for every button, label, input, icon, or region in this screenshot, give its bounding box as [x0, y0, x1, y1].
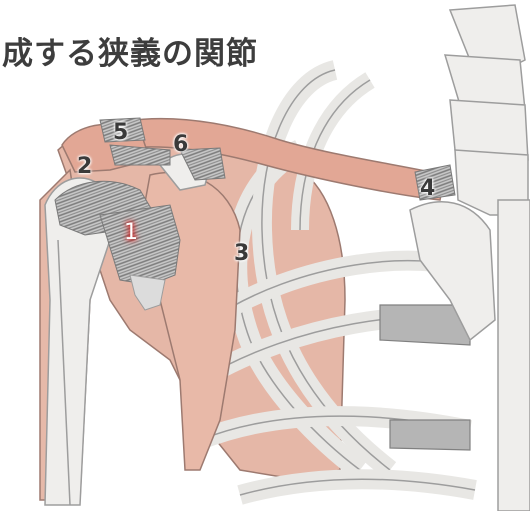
label-4: 4 — [420, 178, 435, 200]
diagram-title: 成する狭義の関節 — [2, 28, 258, 73]
label-3: 3 — [234, 243, 249, 265]
label-1: 1 — [124, 222, 138, 244]
label-6: 6 — [173, 134, 188, 156]
costal-cartilage — [380, 305, 470, 450]
label-2: 2 — [77, 156, 92, 178]
label-5: 5 — [113, 122, 128, 144]
